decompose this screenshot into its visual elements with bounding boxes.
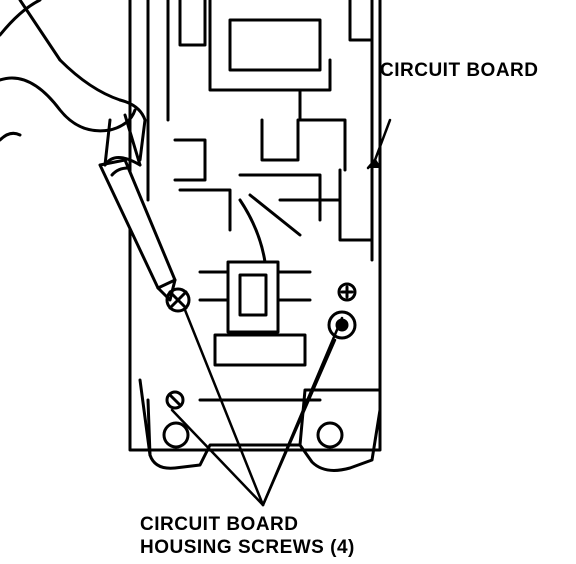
- mounting-hole-left: [162, 421, 190, 449]
- screw-lower-left: [165, 390, 185, 410]
- screw-lower-right: [327, 310, 357, 340]
- circuit-board-callout: CIRCUIT BOARD: [380, 60, 539, 81]
- wire-connector: [198, 193, 322, 402]
- housing-body: [128, 0, 382, 452]
- housing-screws-callout-line1: CIRCUIT BOARD: [140, 514, 299, 535]
- mounting-hole-right: [316, 421, 344, 449]
- screw-upper-right: [337, 282, 357, 302]
- base-plate: [138, 378, 382, 472]
- screwdriver: [98, 113, 177, 302]
- leader-lines: [170, 118, 392, 507]
- hand: [0, 0, 147, 162]
- housing-screws-callout-line2: HOUSING SCREWS (4): [140, 537, 355, 558]
